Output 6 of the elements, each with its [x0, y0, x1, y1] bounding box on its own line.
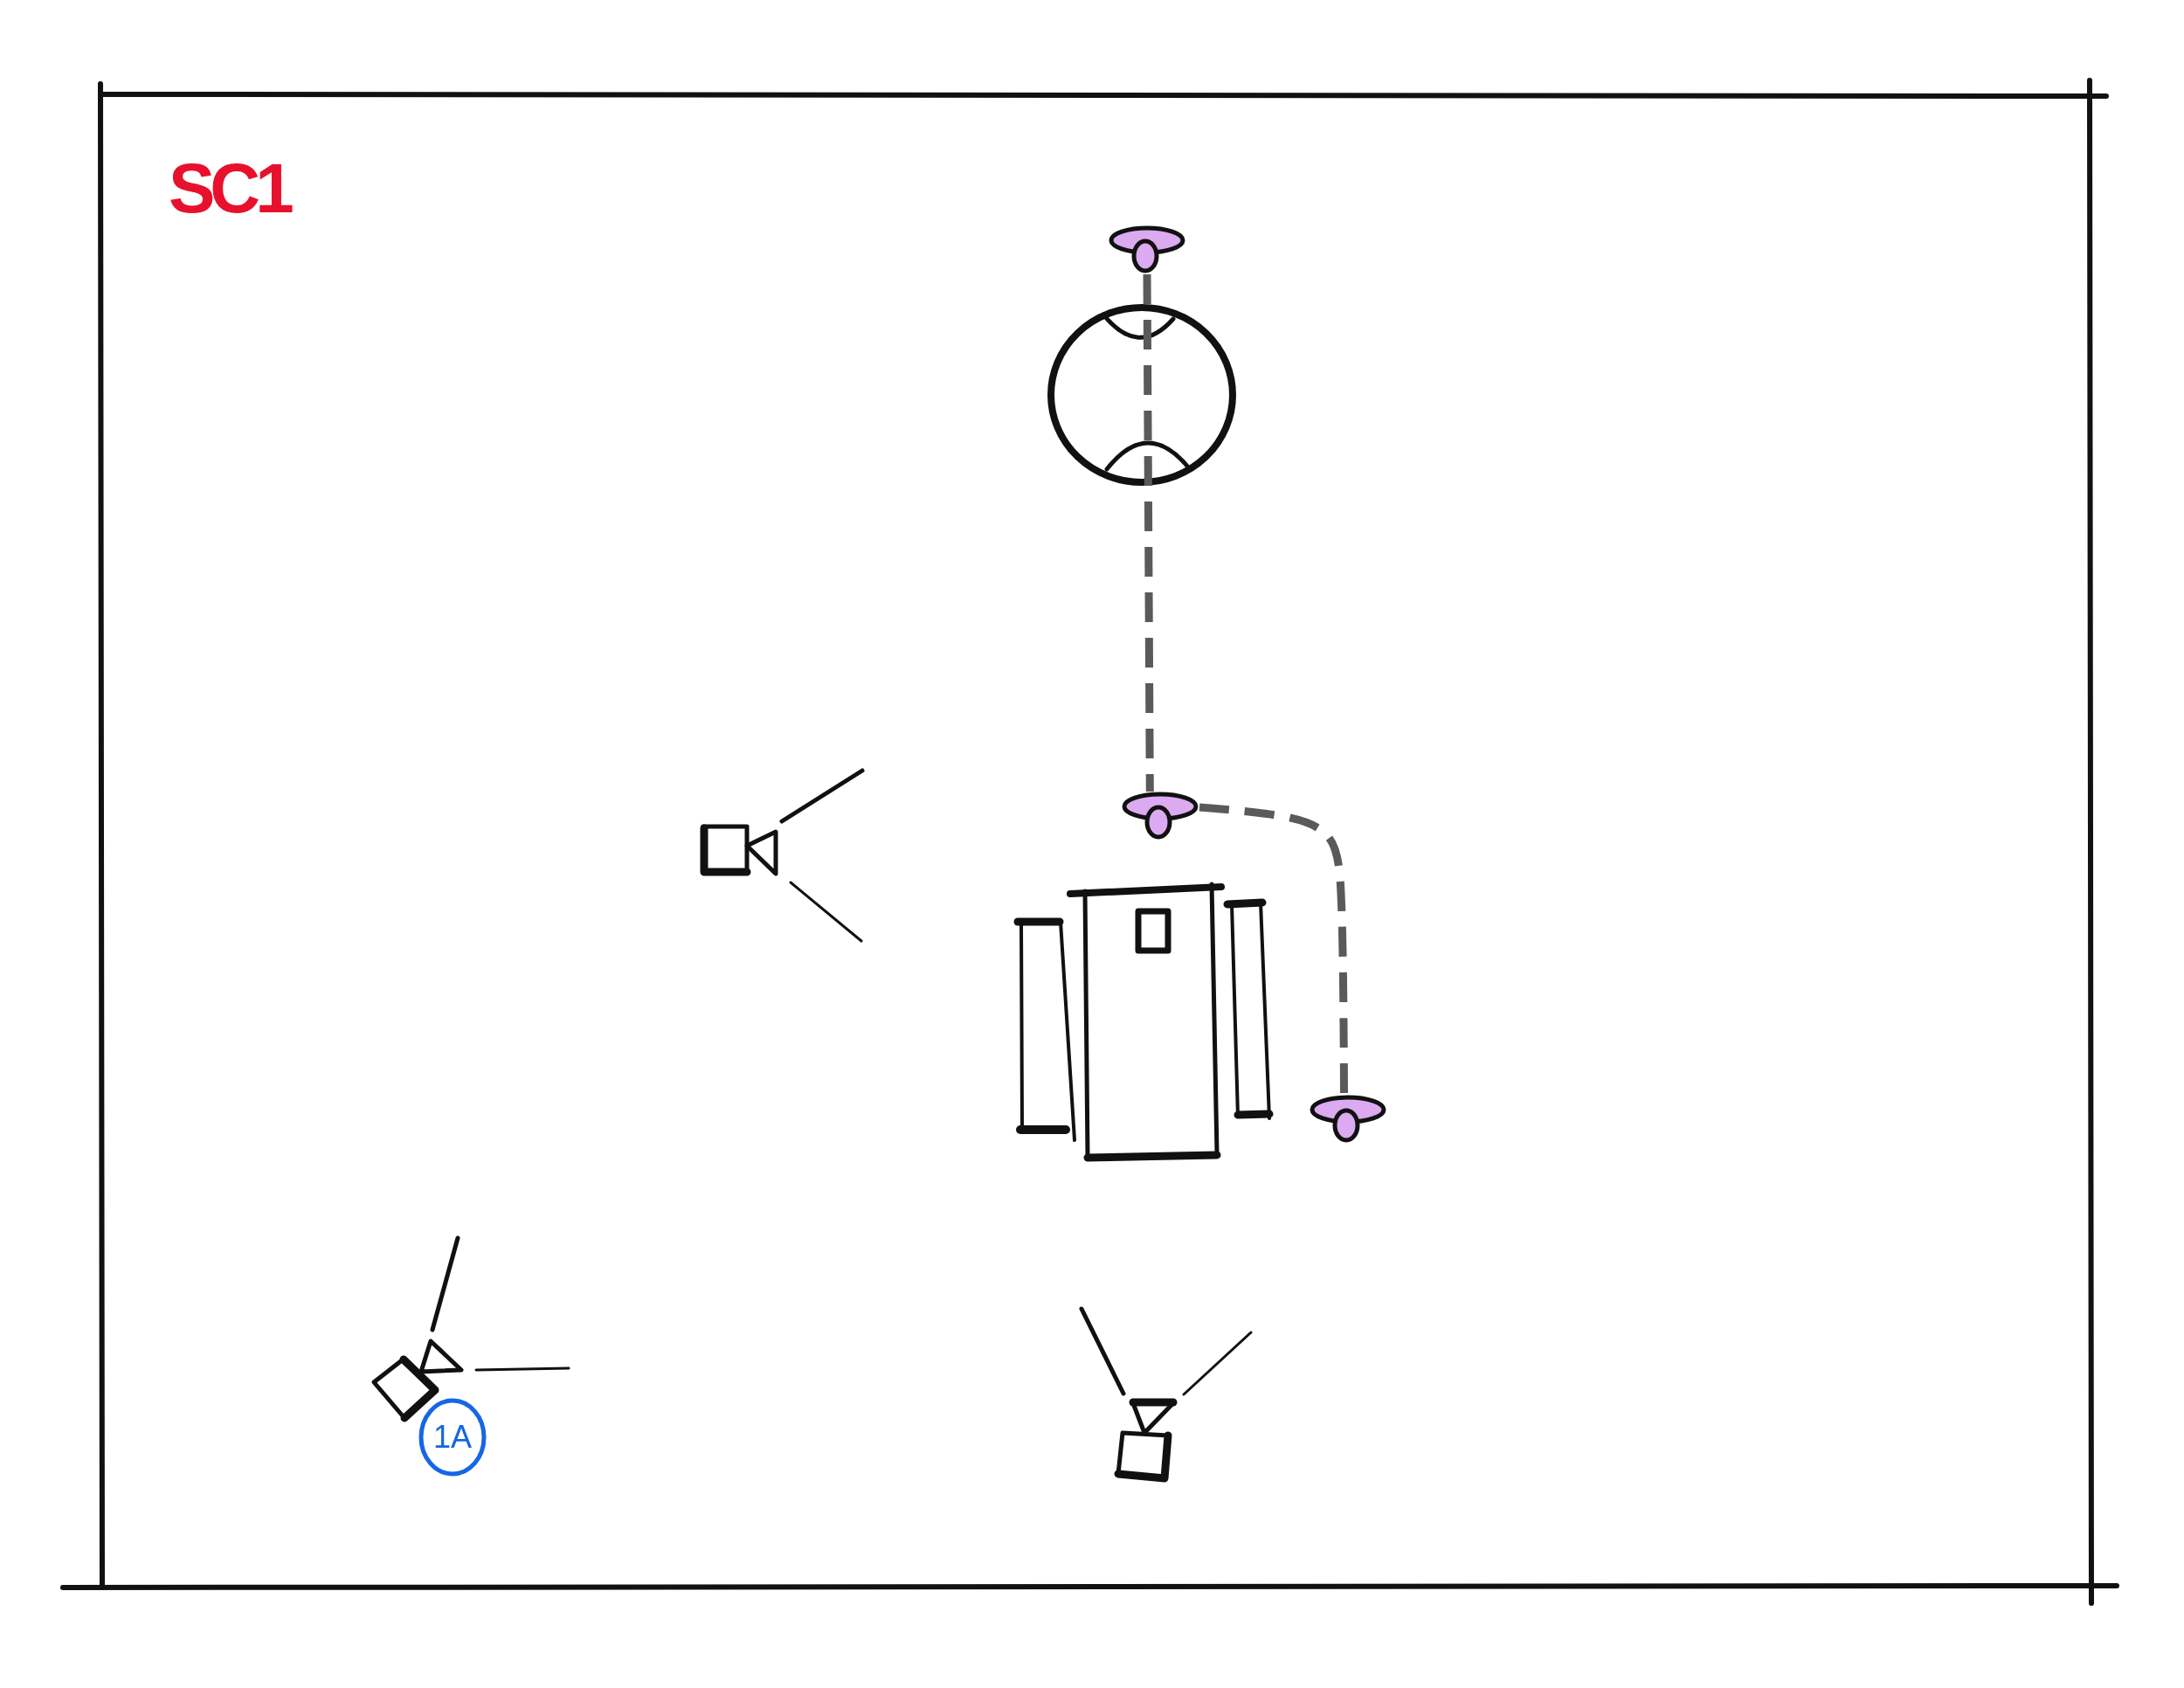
person-icon [1108, 225, 1186, 274]
shot-callout [418, 1398, 487, 1477]
person-icon [1309, 1095, 1387, 1144]
scene-number: SC1 [169, 154, 289, 224]
shot-number: 1A [432, 1422, 472, 1453]
person-icon [1121, 792, 1199, 841]
